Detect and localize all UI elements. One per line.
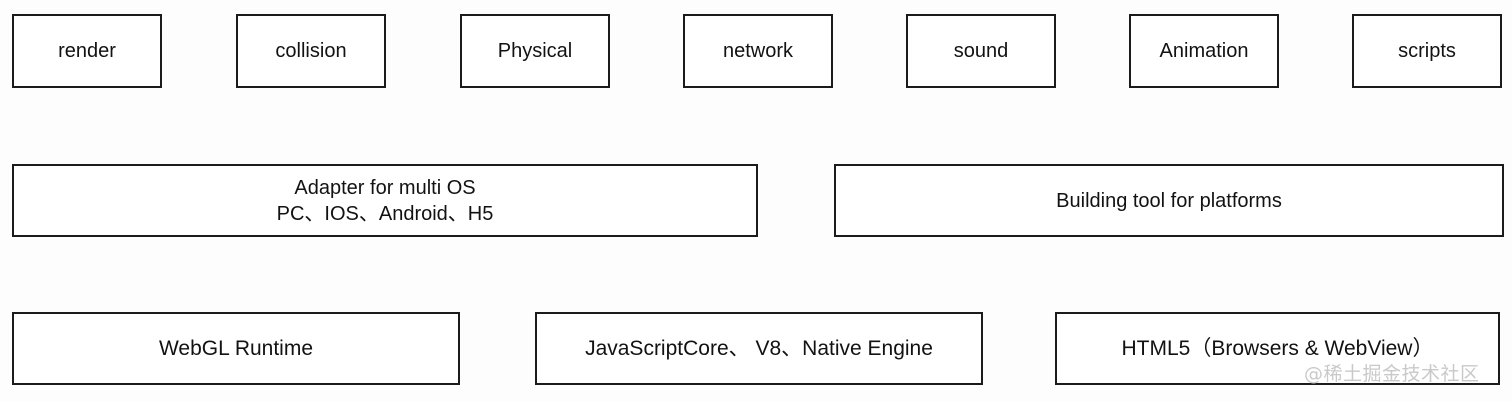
module-box-render: render [12, 14, 162, 88]
module-box-physical: Physical [460, 14, 610, 88]
runtime-box-js-engines: JavaScriptCore、 V8、Native Engine [535, 312, 983, 385]
module-box-animation: Animation [1129, 14, 1279, 88]
module-box-collision: collision [236, 14, 386, 88]
module-box-scripts: scripts [1352, 14, 1502, 88]
tooling-box-building-tool: Building tool for platforms [834, 164, 1504, 237]
module-box-network: network [683, 14, 833, 88]
module-box-sound: sound [906, 14, 1056, 88]
tooling-box-adapter-multi-os: Adapter for multi OS PC、IOS、Android、H5 [12, 164, 758, 237]
runtime-box-webgl-runtime: WebGL Runtime [12, 312, 460, 385]
runtime-box-html5: HTML5（Browsers & WebView） [1055, 312, 1500, 385]
